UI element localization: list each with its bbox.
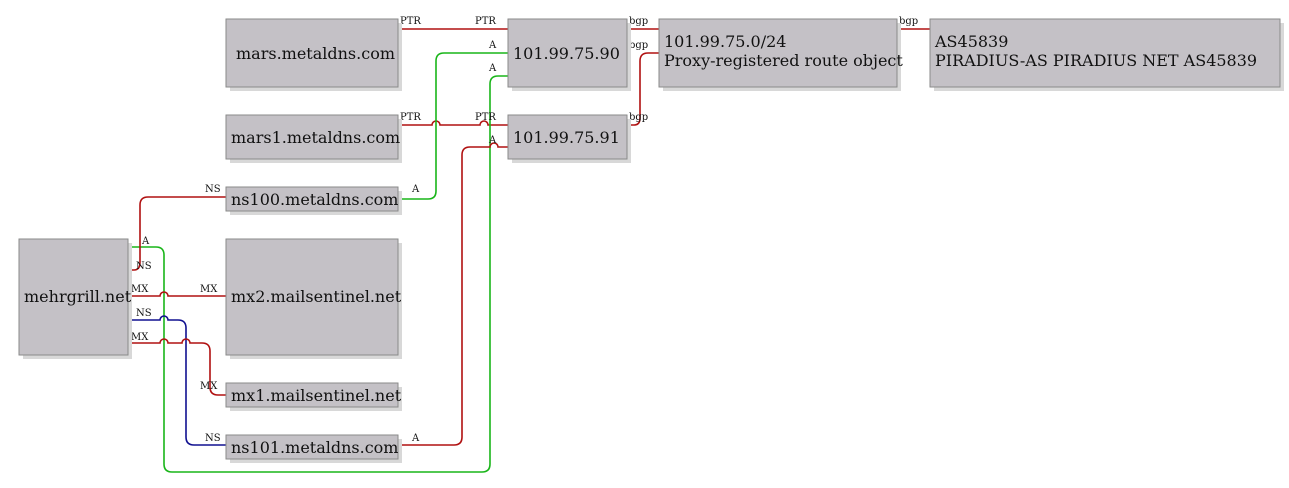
node-ip90[interactable]: 101.99.75.90 (507, 18, 631, 91)
label-ns-ns101-tail: NS (136, 308, 152, 319)
node-prefix-line1: 101.99.75.0/24 (664, 32, 786, 51)
label-ptr-mars1-head: PTR (475, 112, 496, 123)
node-mars1-label: mars1.metaldns.com (231, 128, 400, 147)
node-ns100-label: ns100.metaldns.com (231, 190, 398, 209)
label-ns-ns100-head: NS (205, 184, 221, 195)
label-a-ns101-head: A (488, 135, 497, 146)
label-a-ns100-tail: A (411, 184, 420, 195)
label-ns-ns101-head: NS (205, 433, 221, 444)
label-mx-mx2-tail: MX (131, 284, 149, 295)
edge-ns-ns101 (128, 315, 226, 446)
node-as-line1: AS45839 (934, 32, 1008, 51)
node-mehrgrill-label: mehrgrill.net (24, 287, 132, 306)
node-as-line2: PIRADIUS-AS PIRADIUS NET AS45839 (935, 51, 1257, 70)
edge-a-ns101 (398, 142, 508, 446)
label-ptr-mars-tail: PTR (400, 16, 421, 27)
node-ip90-label: 101.99.75.90 (513, 44, 620, 63)
label-bgp-prefix-tail: bgp (899, 16, 918, 27)
node-prefix[interactable]: 101.99.75.0/24 Proxy-registered route ob… (658, 18, 903, 91)
label-bgp-ip91-tail: bgp (629, 112, 648, 123)
node-as[interactable]: AS45839 PIRADIUS-AS PIRADIUS NET AS45839 (929, 18, 1284, 91)
label-ptr-mars-head: PTR (475, 16, 496, 27)
edge-a-mehrgrill (128, 75, 508, 473)
node-ns101-label: ns101.metaldns.com (231, 438, 398, 457)
edge-ns-ns100 (128, 196, 226, 271)
edge-a-ns100 (398, 52, 508, 200)
node-ip91[interactable]: 101.99.75.91 (507, 114, 631, 163)
label-bgp-ip90-tail: bgp (629, 16, 648, 27)
node-mx2-label: mx2.mailsentinel.net (231, 287, 402, 306)
node-ns100[interactable]: ns100.metaldns.com (225, 186, 402, 215)
node-mx2[interactable]: mx2.mailsentinel.net (225, 238, 402, 359)
label-ptr-mars1-tail: PTR (400, 112, 421, 123)
node-prefix-line2: Proxy-registered route object (664, 51, 903, 70)
node-mehrgrill[interactable]: mehrgrill.net (18, 238, 132, 359)
label-bgp-ip91-head: bgp (629, 40, 648, 51)
edge-mx-mx1 (128, 338, 226, 396)
label-a-ns100-head: A (488, 40, 497, 51)
node-ip91-label: 101.99.75.91 (513, 128, 620, 147)
node-mars-label: mars.metaldns.com (236, 44, 395, 63)
edge-mx-mx2 (128, 291, 226, 297)
label-a-ns101-tail: A (411, 433, 420, 444)
edge-ptr-mars1 (398, 120, 508, 126)
node-mx1[interactable]: mx1.mailsentinel.net (225, 382, 402, 411)
label-a-mehrgrill-head: A (488, 63, 497, 74)
node-ns101[interactable]: ns101.metaldns.com (225, 434, 402, 463)
node-mars[interactable]: mars.metaldns.com (225, 18, 402, 91)
label-ns-ns100-tail: NS (136, 261, 152, 272)
label-mx-mx1-head: MX (200, 381, 218, 392)
edge-bgp-ip91 (627, 52, 659, 126)
label-mx-mx1-tail: MX (131, 332, 149, 343)
label-mx-mx2-head: MX (200, 284, 218, 295)
node-mars1[interactable]: mars1.metaldns.com (225, 114, 402, 163)
label-a-mehrgrill-tail: A (141, 236, 150, 247)
node-mx1-label: mx1.mailsentinel.net (231, 386, 402, 405)
